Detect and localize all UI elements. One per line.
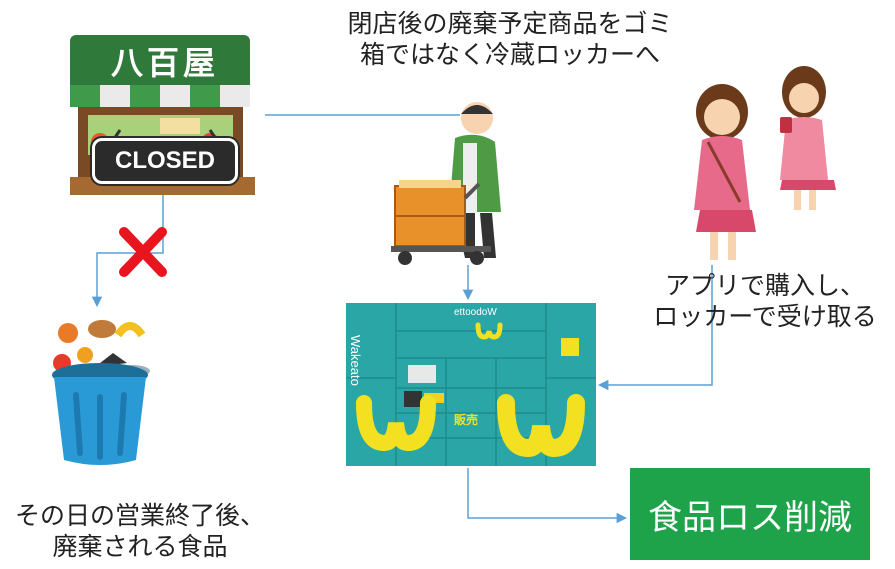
- customer-caption: アプリで購入し、 ロッカーで受け取る: [640, 270, 890, 332]
- store-to-trash-arrow: [91, 195, 164, 308]
- waste-food-caption: その日の営業終了後、 廃棄される食品: [0, 500, 280, 562]
- waste-food-caption-line-2: 廃棄される食品: [52, 532, 228, 561]
- prohibited-cross-mark: [119, 227, 167, 277]
- customers-illustration: [672, 62, 837, 272]
- customer-caption-line-2: ロッカーで受け取る: [653, 302, 877, 331]
- store-sign-text: 八百屋: [110, 44, 219, 82]
- closed-sign: CLOSED: [92, 138, 238, 184]
- top-caption: 閉店後の廃棄予定商品をゴミ 箱ではなく冷蔵ロッカーへ: [320, 8, 700, 70]
- locker-brand-vertical: Wakeato: [348, 335, 363, 386]
- refrigerated-locker: ettoodoW Wakeato 販売: [346, 303, 596, 466]
- top-caption-line-2: 箱ではなく冷蔵ロッカーへ: [359, 40, 660, 69]
- trash-can-illustration: [40, 315, 160, 470]
- waste-food-caption-line-1: その日の営業終了後、: [14, 501, 265, 530]
- worker-with-cart-illustration: [385, 98, 515, 268]
- locker-sticker-text: 販売: [454, 413, 479, 427]
- locker-brand-top: ettoodoW: [454, 307, 497, 318]
- top-caption-line-1: 閉店後の廃棄予定商品をゴミ: [347, 9, 673, 38]
- locker-to-result-arrow: [467, 468, 628, 524]
- food-loss-reduction-box: 食品ロス削減: [630, 468, 870, 560]
- customer-caption-line-1: アプリで購入し、: [664, 271, 865, 300]
- customer-to-locker-arrow: [597, 265, 713, 391]
- closed-sign-label: CLOSED: [114, 147, 215, 174]
- food-loss-reduction-label: 食品ロス削減: [648, 497, 852, 538]
